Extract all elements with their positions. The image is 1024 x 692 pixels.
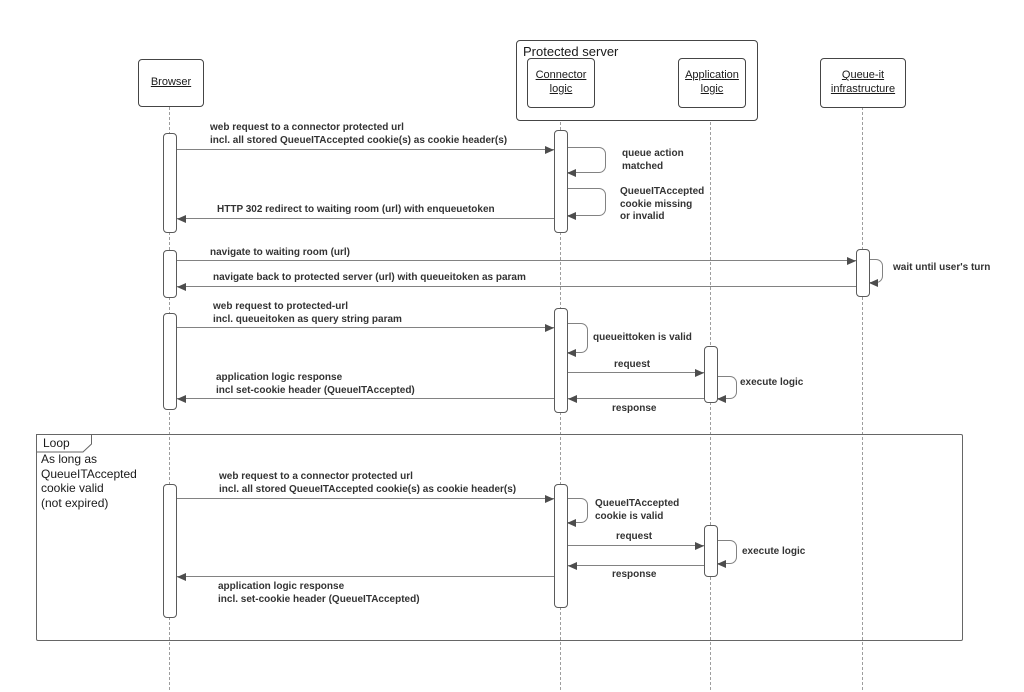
message-label-app-response-1: application logic response incl set-cook… — [216, 372, 415, 396]
activation-connector-1 — [554, 130, 568, 233]
message-arrow-web-request-1 — [177, 146, 554, 154]
message-arrow-request-2 — [568, 542, 704, 550]
self-message-execute-logic-1 — [717, 376, 737, 403]
message-label-navigate-waiting-room: navigate to waiting room (url) — [210, 247, 351, 258]
message-label-app-response-2: application logic response incl. set-coo… — [218, 581, 420, 605]
self-message-queue-action-matched — [567, 147, 606, 177]
participant-queueit-infrastructure: Queue-it infrastructure — [820, 58, 906, 108]
self-message-wait-turn — [869, 259, 883, 287]
message-label-navigate-back: navigate back to protected server (url) … — [213, 272, 526, 283]
message-label-request-2: request — [616, 531, 653, 542]
message-arrow-response-2 — [568, 562, 704, 570]
activation-application-2 — [704, 525, 718, 577]
lifeline-queueit — [862, 107, 863, 690]
activation-browser-1 — [163, 133, 177, 233]
message-label-queue-action-matched: queue action matched — [622, 148, 684, 172]
message-label-cookie-missing: QueueITAccepted cookie missing or invali… — [620, 186, 705, 222]
loop-condition: As long as QueueITAccepted cookie valid … — [41, 452, 137, 510]
self-message-execute-logic-2 — [717, 540, 737, 568]
self-message-cookie-valid — [567, 498, 588, 527]
participant-application-logic: Application logic — [678, 58, 746, 108]
message-label-response-1: response — [612, 403, 657, 414]
message-label-web-request-1: web request to a connector protected url… — [210, 122, 508, 146]
participant-connector-logic: Connector logic — [527, 58, 595, 108]
message-arrow-app-response-2 — [177, 573, 554, 581]
activation-application-1 — [704, 346, 718, 403]
loop-tab-shape — [36, 434, 92, 453]
message-label-web-request-loop: web request to a connector protected url… — [219, 471, 517, 495]
participant-browser: Browser — [138, 59, 204, 107]
message-label-request-1: request — [614, 359, 651, 370]
protected-server-label: Protected server — [523, 44, 619, 59]
message-label-execute-logic-1: execute logic — [740, 377, 804, 388]
loop-fragment-frame — [36, 434, 963, 641]
activation-connector-3 — [554, 484, 568, 608]
message-label-web-request-token: web request to protected-url incl. queue… — [213, 301, 402, 325]
message-label-wait-turn: wait until user's turn — [893, 262, 991, 273]
message-arrow-app-response-1 — [177, 395, 554, 403]
self-message-token-valid — [567, 323, 588, 357]
message-label-token-valid: queueittoken is valid — [593, 332, 692, 343]
message-arrow-http302-redirect — [177, 215, 554, 223]
activation-browser-4 — [163, 484, 177, 618]
message-label-http302-redirect: HTTP 302 redirect to waiting room (url) … — [217, 204, 495, 215]
message-arrow-navigate-back — [177, 283, 856, 291]
message-label-execute-logic-2: execute logic — [742, 546, 806, 557]
message-label-response-2: response — [612, 569, 657, 580]
message-arrow-request-1 — [568, 369, 704, 377]
activation-browser-2 — [163, 250, 177, 298]
message-label-cookie-valid: QueueITAccepted cookie is valid — [595, 498, 680, 522]
activation-browser-3 — [163, 313, 177, 410]
loop-label: Loop — [43, 436, 70, 450]
message-arrow-navigate-waiting-room — [177, 257, 856, 265]
activation-connector-2 — [554, 308, 568, 413]
message-arrow-web-request-loop — [177, 495, 554, 503]
message-arrow-response-1 — [568, 395, 704, 403]
loop-fragment-tab — [36, 434, 93, 458]
activation-queueit-1 — [856, 249, 870, 297]
self-message-cookie-missing — [567, 188, 606, 220]
message-arrow-web-request-token — [177, 324, 554, 332]
